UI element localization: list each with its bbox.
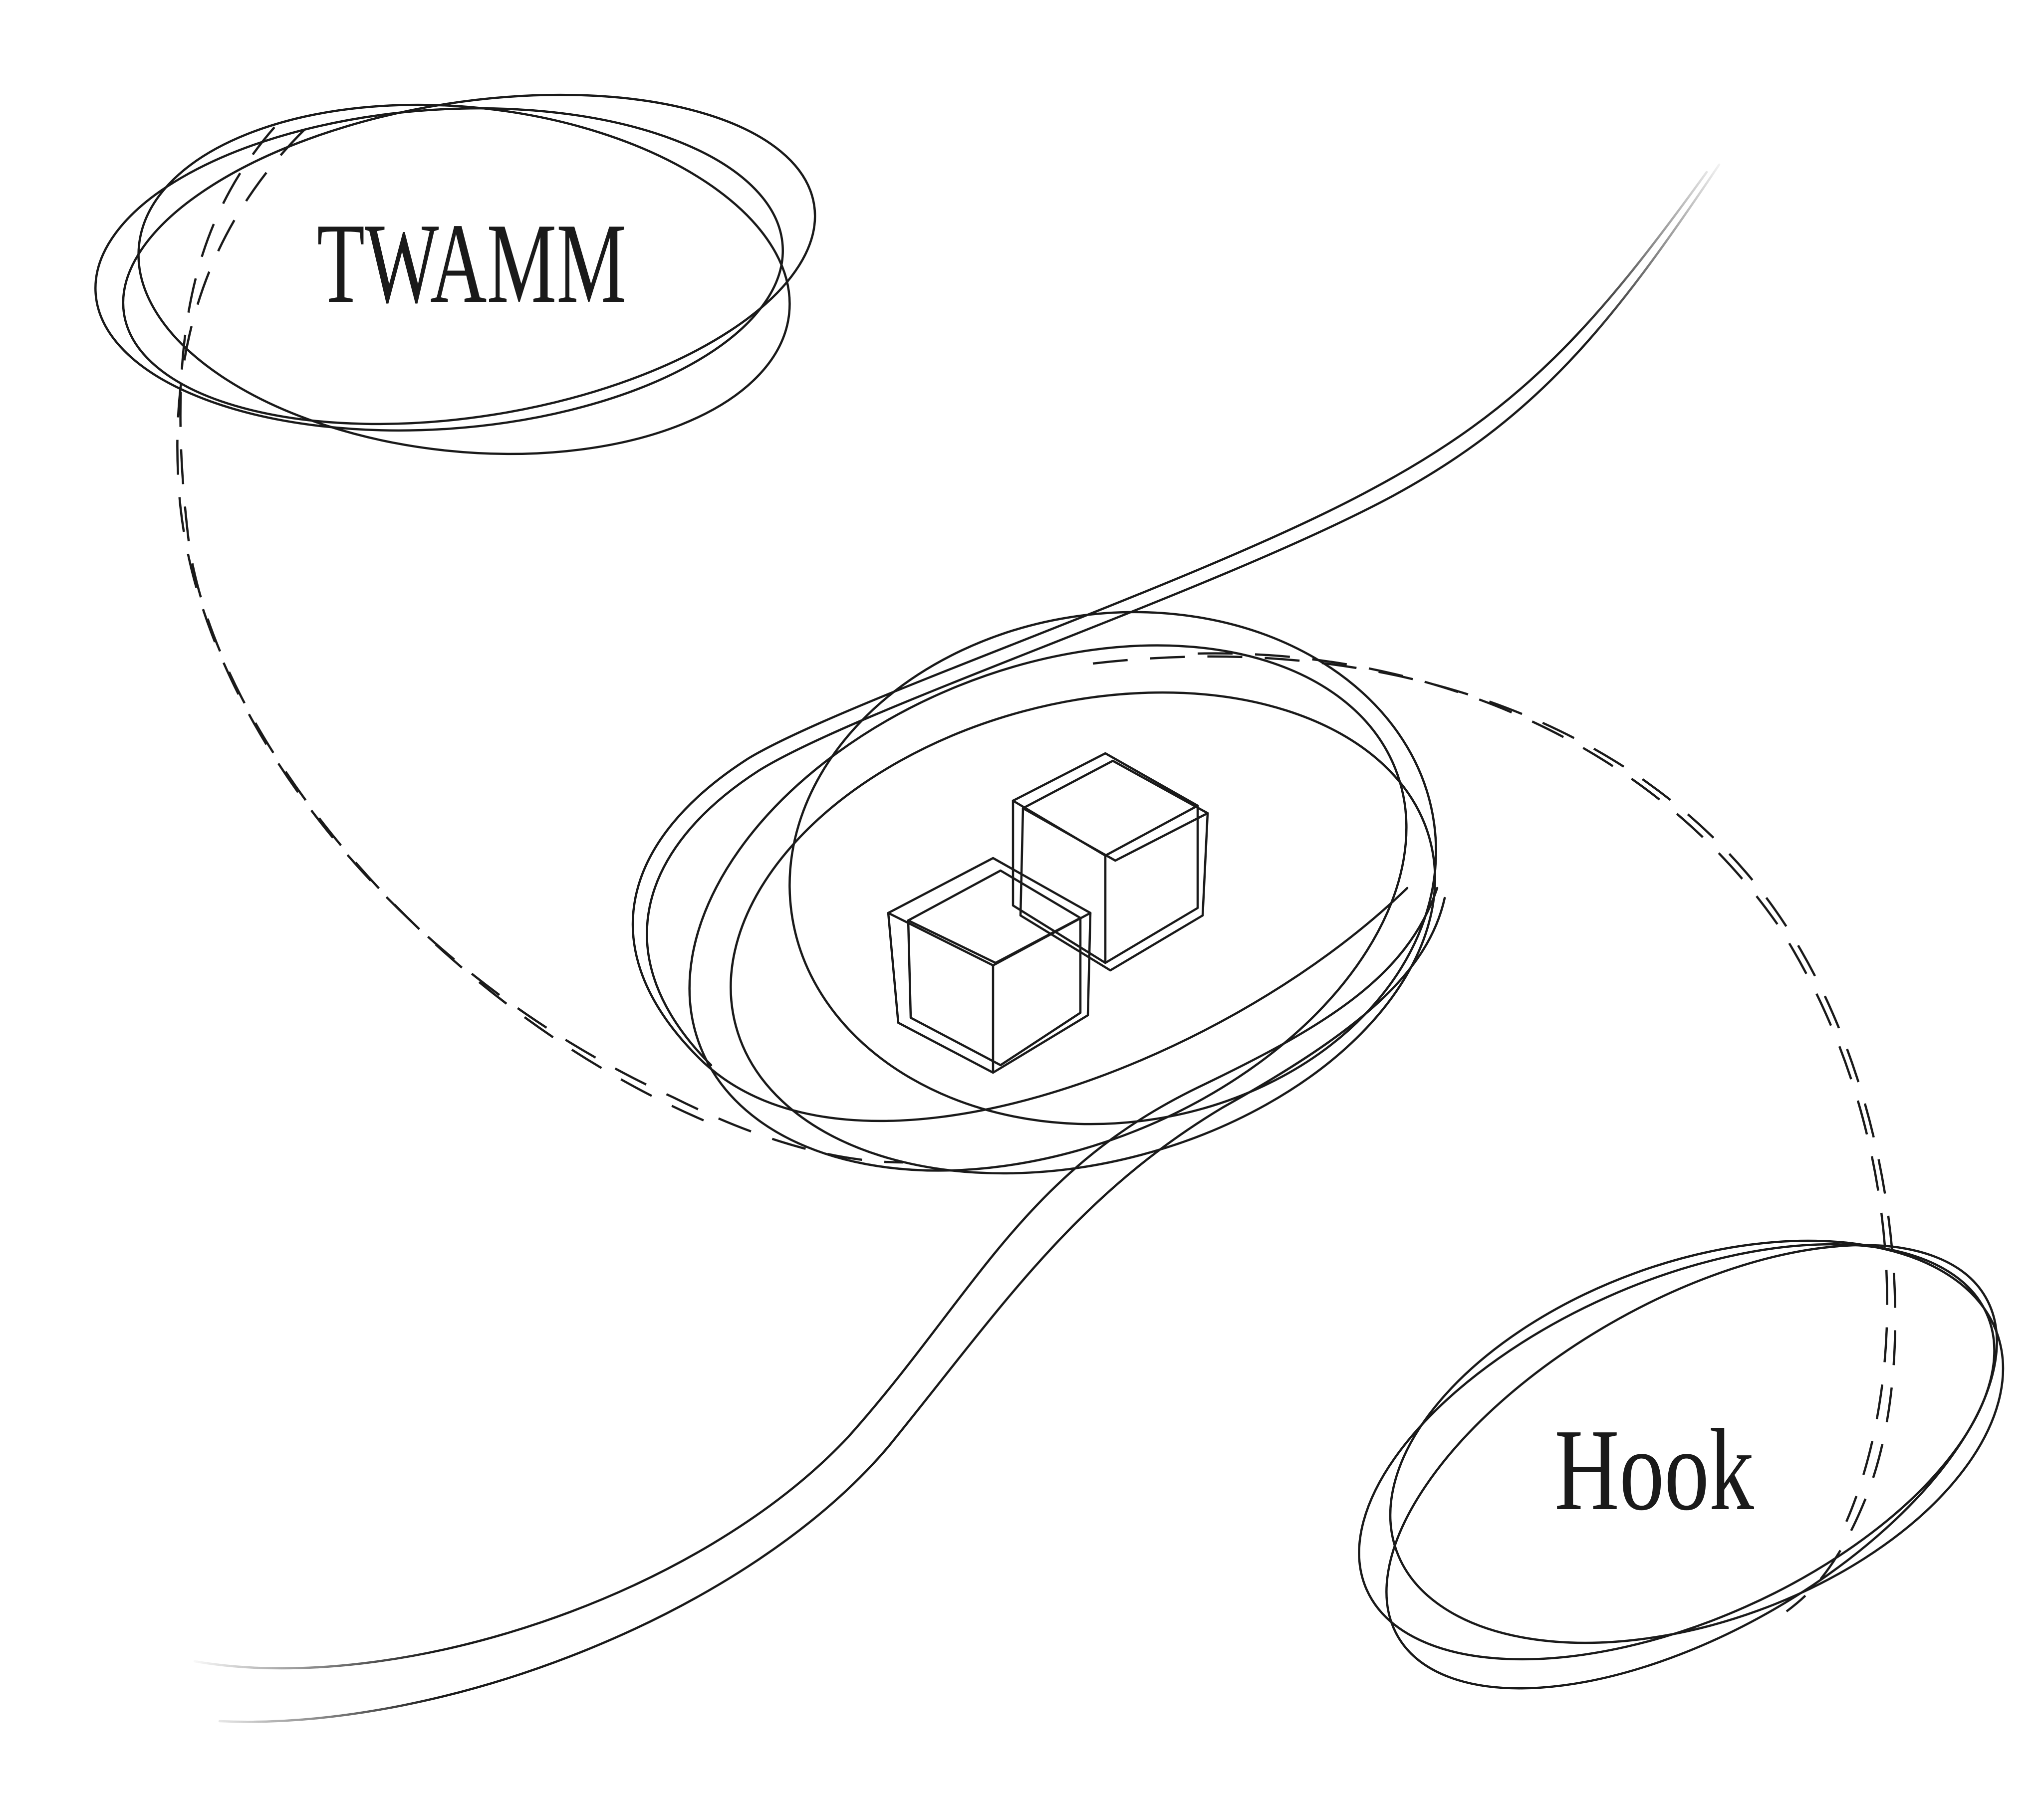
- cube-icon: [1012, 752, 1209, 972]
- flow-curve: [193, 163, 1721, 1723]
- dashed-orbit-left: [176, 126, 904, 1164]
- cubes-icon: [887, 752, 1209, 1074]
- hook-label: Hook: [1554, 1405, 1754, 1535]
- dashed-orbit-right: [1092, 652, 1897, 1612]
- hook-node[interactable]: Hook: [1297, 1154, 2044, 1779]
- twamm-label: TWAMM: [317, 200, 626, 327]
- cube-icon: [887, 857, 1092, 1074]
- twamm-node[interactable]: TWAMM: [84, 49, 838, 484]
- pool-node[interactable]: [611, 546, 1490, 1270]
